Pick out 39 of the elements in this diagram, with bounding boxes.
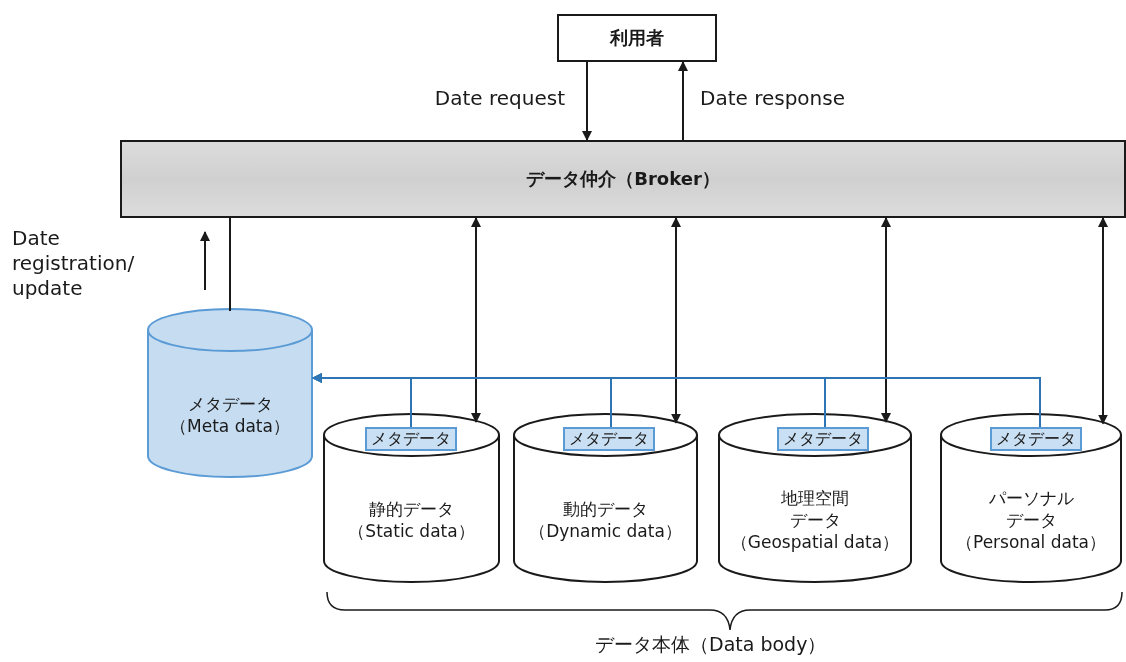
metadata-tag — [990, 427, 1082, 451]
tag-label: メタデータ — [783, 428, 863, 450]
node-subtitle: （Geospatial data） — [730, 531, 900, 554]
edge-label: Date response — [700, 86, 845, 111]
node-subtitle: （Personal data） — [956, 531, 1106, 554]
tag-label: メタデータ — [996, 428, 1076, 450]
arrow — [312, 373, 1041, 428]
metadata-cylinder — [147, 308, 313, 478]
metadata-tag — [563, 427, 655, 451]
database-cylinder — [323, 413, 500, 583]
node-subtitle: （Static data） — [348, 520, 475, 543]
annotation-text: Date registration/ update — [12, 226, 136, 301]
database-cylinder — [513, 413, 698, 583]
node-subtitle: （Meta data） — [170, 415, 290, 438]
database-cylinder — [940, 413, 1122, 583]
node-title: メタデータ — [187, 392, 273, 415]
group-label: データ本体（Data body） — [595, 633, 827, 657]
metadata-tag — [365, 427, 457, 451]
node-title: 利用者 — [610, 26, 664, 50]
tag-label: メタデータ — [569, 428, 649, 450]
metadata-tag — [777, 427, 869, 451]
node-title: 地理空間データ — [781, 486, 849, 532]
node-title: 静的データ — [369, 497, 454, 520]
arrow — [678, 61, 688, 141]
node-title: データ仲介（Broker） — [526, 167, 720, 191]
node-title: パーソナルデータ — [988, 486, 1074, 532]
arrow — [471, 217, 481, 423]
arrow — [881, 217, 891, 423]
broker-band — [120, 140, 1126, 218]
arrow — [671, 217, 681, 424]
node-subtitle: （Dynamic data） — [529, 520, 682, 543]
tag-label: メタデータ — [371, 428, 451, 450]
arrow — [1098, 217, 1108, 425]
connector-line — [229, 217, 231, 312]
database-cylinder — [718, 413, 912, 583]
user-box — [557, 14, 717, 62]
arrow — [582, 61, 592, 141]
node-title: 動的データ — [563, 497, 648, 520]
edge-label: Date request — [434, 86, 565, 111]
